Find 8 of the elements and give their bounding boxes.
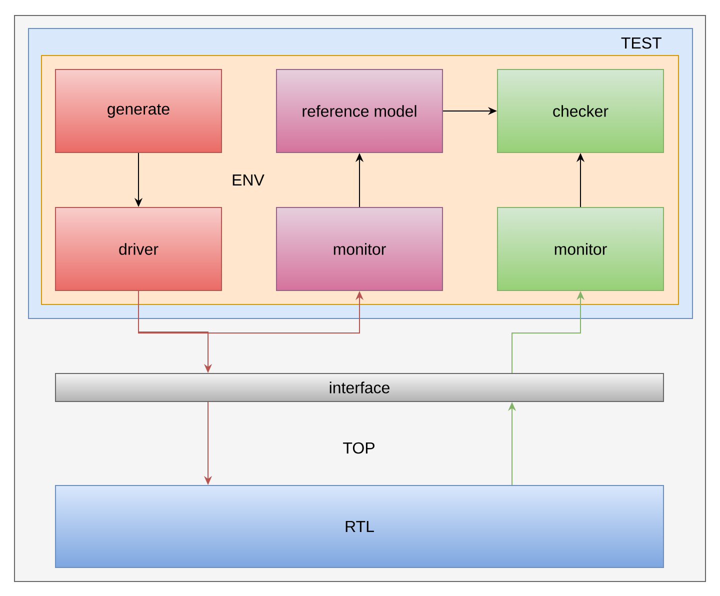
process-box: monitor [497, 207, 664, 291]
process-box: driver [55, 207, 222, 291]
process-box: interface [55, 373, 664, 402]
process-box: reference model [276, 69, 443, 153]
process-box: RTL [55, 485, 664, 568]
process-box: monitor [276, 207, 443, 291]
process-box: generate [55, 69, 222, 153]
process-box: checker [497, 69, 664, 153]
